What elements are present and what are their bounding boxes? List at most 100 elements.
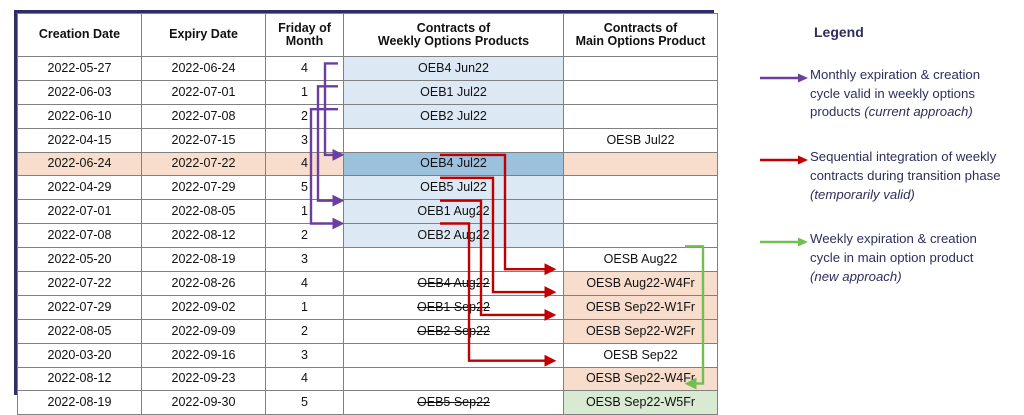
cell-creation-date-text: 2022-07-01 [47, 204, 112, 219]
cell-creation-date-text: 2022-08-12 [47, 371, 112, 386]
cell-expiry-date: 2022-09-30 [141, 390, 266, 415]
header-line-1: Contracts of [603, 20, 678, 35]
cell-friday-of-month: 5 [265, 390, 344, 415]
cell-friday-of-month: 3 [265, 342, 344, 368]
cell-friday-of-month-text: 1 [301, 299, 308, 314]
cell-friday-of-month: 2 [265, 103, 344, 129]
header-line-1: Expiry Date [169, 27, 238, 42]
cell-friday-of-month-text: 2 [301, 108, 308, 123]
cell-main-contract: OESB Sep22 [563, 342, 718, 368]
cell-friday-of-month: 4 [265, 56, 344, 81]
cell-weekly-contract-text: OEB2 Aug22 [417, 228, 490, 243]
cell-main-contract-text: OESB Sep22-W5Fr [585, 395, 696, 410]
cell-main-contract-text: OESB Sep22-W2Fr [585, 323, 696, 338]
cell-creation-date-text: 2022-06-24 [47, 156, 112, 171]
cell-creation-date: 2022-04-29 [17, 175, 142, 201]
cell-creation-date-text: 2022-08-05 [47, 323, 112, 338]
cell-weekly-contract-text: OEB4 Jun22 [418, 60, 489, 75]
cell-expiry-date-text: 2022-09-30 [171, 395, 236, 410]
cell-creation-date-text: 2022-07-22 [47, 275, 112, 290]
cell-weekly-contract: OEB2 Jul22 [343, 103, 564, 129]
legend-emphasis: (current approach) [864, 104, 973, 120]
header-line-2: Main Options Product [575, 34, 706, 48]
cell-weekly-contract-text: OEB1 Jul22 [420, 84, 487, 99]
legend-emphasis: (temporarily valid) [810, 186, 915, 202]
cell-expiry-date-text: 2022-09-16 [171, 347, 236, 362]
cell-weekly-contract-text: OEB2 Jul22 [420, 108, 487, 123]
legend-item-text: Sequential integration of weekly contrac… [810, 148, 1001, 204]
cell-friday-of-month-text: 5 [301, 180, 308, 195]
cell-friday-of-month: 4 [265, 151, 344, 177]
cell-friday-of-month-text: 4 [301, 60, 308, 75]
legend-item-monthly-cycle: Monthly expiration & creation cycle vali… [760, 66, 1010, 122]
red-arrow-icon [760, 148, 810, 171]
green-arrow-icon [760, 230, 810, 253]
cell-creation-date-text: 2022-06-03 [47, 84, 112, 99]
cell-expiry-date-text: 2022-07-29 [171, 180, 236, 195]
cell-creation-date-text: 2022-06-10 [47, 108, 112, 123]
cell-expiry-date: 2022-07-22 [141, 151, 266, 177]
cell-weekly-contract-text: OEB4 Aug22 [417, 275, 490, 290]
table-header-row: Creation Date Expiry Date Friday of Mont… [17, 13, 718, 57]
cell-friday-of-month: 1 [265, 79, 344, 105]
cell-friday-of-month: 2 [265, 318, 344, 344]
cell-creation-date: 2022-05-20 [17, 247, 142, 273]
header-line-2: Weekly Options Products [377, 34, 530, 48]
cell-creation-date: 2020-03-20 [17, 342, 142, 368]
cell-creation-date: 2022-07-29 [17, 294, 142, 320]
cell-friday-of-month: 3 [265, 247, 344, 273]
cell-main-contract-text: OESB Jul22 [606, 132, 675, 147]
cell-expiry-date: 2022-07-15 [141, 127, 266, 153]
cell-expiry-date-text: 2022-08-26 [171, 275, 236, 290]
cell-creation-date: 2022-08-05 [17, 318, 142, 344]
legend-item-weekly-cycle: Weekly expiration & creation cycle in ma… [760, 230, 1010, 286]
cell-friday-of-month: 4 [265, 366, 344, 392]
cell-expiry-date: 2022-09-09 [141, 318, 266, 344]
column-header-creation-date: Creation Date [17, 13, 142, 57]
cell-main-contract [563, 56, 718, 81]
cell-weekly-contract: OEB4 Jul22 [343, 151, 564, 177]
cell-weekly-contract-text: OEB1 Aug22 [417, 204, 490, 219]
cell-main-contract [563, 103, 718, 129]
cell-friday-of-month-text: 1 [301, 204, 308, 219]
cell-friday-of-month-text: 4 [301, 371, 308, 386]
cell-creation-date-text: 2022-04-15 [47, 132, 112, 147]
cell-main-contract-text: OESB Sep22-W4Fr [585, 371, 696, 386]
cell-main-contract: OESB Sep22-W4Fr [563, 366, 718, 392]
cell-main-contract [563, 151, 718, 177]
column-header-main-options-product: Contracts of Main Options Product [563, 13, 718, 57]
legend-line-1: Sequential integration of weekly [810, 149, 997, 165]
cell-creation-date-text: 2022-07-29 [47, 299, 112, 314]
cell-expiry-date-text: 2022-09-09 [171, 323, 236, 338]
cell-main-contract [563, 223, 718, 249]
cell-creation-date: 2022-08-19 [17, 390, 142, 415]
legend: Legend Monthly expiration & creation cyc… [760, 24, 1010, 287]
cell-weekly-contract: OEB4 Jun22 [343, 56, 564, 81]
cell-weekly-contract [343, 366, 564, 392]
cell-creation-date: 2022-07-22 [17, 271, 142, 296]
legend-emphasis: (new approach) [810, 268, 902, 284]
cell-expiry-date: 2022-08-12 [141, 223, 266, 249]
cell-main-contract [563, 79, 718, 105]
cell-main-contract-text: OESB Sep22-W1Fr [585, 299, 696, 314]
cell-expiry-date: 2022-09-23 [141, 366, 266, 392]
cell-friday-of-month: 4 [265, 271, 344, 296]
cell-weekly-contract: OEB1 Aug22 [343, 199, 564, 225]
legend-item-text: Monthly expiration & creation cycle vali… [810, 66, 980, 122]
cell-expiry-date-text: 2022-08-12 [171, 228, 236, 243]
cell-weekly-contract: OEB4 Aug22 [343, 271, 564, 296]
column-header-weekly-options-products: Contracts of Weekly Options Products [343, 13, 564, 57]
cell-expiry-date-text: 2022-07-01 [171, 84, 236, 99]
legend-line-2: cycle valid in weekly options [810, 85, 975, 101]
cell-expiry-date: 2022-07-01 [141, 79, 266, 105]
legend-item-text: Weekly expiration & creation cycle in ma… [810, 230, 977, 286]
cell-expiry-date-text: 2022-08-19 [171, 252, 236, 266]
cell-main-contract: OESB Sep22-W2Fr [563, 318, 718, 344]
cell-main-contract [563, 175, 718, 201]
cell-main-contract-text: OESB Aug22-W4Fr [586, 275, 695, 290]
